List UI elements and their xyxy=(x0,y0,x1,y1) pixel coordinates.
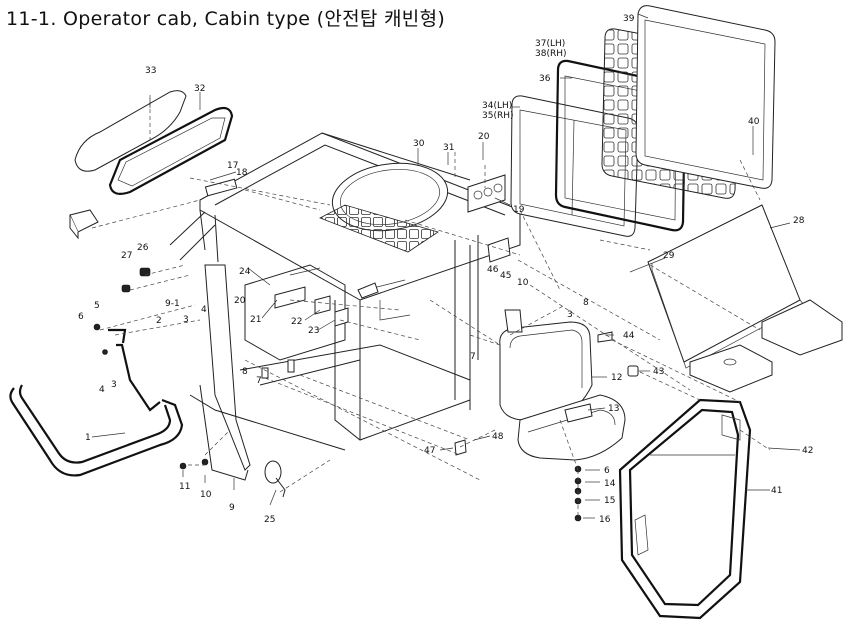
callout-8-a: 8 xyxy=(242,367,248,377)
callout-3-c: 3 xyxy=(567,310,573,320)
callout-ticks xyxy=(91,13,801,519)
callout-27: 27 xyxy=(121,251,132,261)
callout-5: 5 xyxy=(94,301,100,311)
callout-21: 21 xyxy=(250,315,261,325)
callout-4-b: 4 xyxy=(201,305,207,315)
callout-41: 41 xyxy=(771,486,782,496)
callout-20-a: 20 xyxy=(478,132,490,142)
callout-38-rh: 38(RH) xyxy=(535,49,567,59)
callout-14: 14 xyxy=(604,479,616,489)
callout-33: 33 xyxy=(145,66,156,76)
callout-labels: 1 2 3 3 3 4 4 5 6 6 7 7 8 8 9-1 9 10 10 … xyxy=(78,14,813,525)
seat-part-12 xyxy=(499,321,626,461)
windshield-seal-part-32 xyxy=(108,106,234,195)
callout-48: 48 xyxy=(492,432,504,442)
callout-46: 46 xyxy=(487,265,499,275)
mirror-part-25 xyxy=(264,460,286,498)
callout-47: 47 xyxy=(424,446,435,456)
callout-1: 1 xyxy=(85,433,91,443)
callout-43: 43 xyxy=(653,367,664,377)
callout-39: 39 xyxy=(623,14,635,24)
callout-9: 9 xyxy=(229,503,235,513)
callout-8-b: 8 xyxy=(583,298,589,308)
diagram-title: 11-1. Operator cab, Cabin type (안전탑 캐빈형) xyxy=(6,8,446,30)
rear-glass-part-39 xyxy=(635,5,776,189)
callout-18: 18 xyxy=(236,168,248,178)
callout-2: 2 xyxy=(156,316,162,326)
callout-6-b: 6 xyxy=(604,466,610,476)
callout-32: 32 xyxy=(194,84,205,94)
callout-25: 25 xyxy=(264,515,275,525)
work-lamp xyxy=(69,209,99,240)
callout-15: 15 xyxy=(604,496,615,506)
callout-12: 12 xyxy=(611,373,622,383)
front-guard-part-1 xyxy=(9,328,184,477)
door-panel-part-28 xyxy=(647,204,805,369)
callout-26: 26 xyxy=(137,243,149,253)
callout-16: 16 xyxy=(599,515,611,525)
windshield-part-33 xyxy=(74,90,187,172)
callout-3-b: 3 xyxy=(183,315,189,325)
leader-lines xyxy=(91,95,771,520)
callout-40: 40 xyxy=(748,117,760,127)
cab-frame xyxy=(169,132,521,481)
callout-35-rh: 35(RH) xyxy=(482,111,514,121)
callout-4-a: 4 xyxy=(99,385,105,395)
callout-37-lh: 37(LH) xyxy=(535,39,565,49)
callout-6-a: 6 xyxy=(78,312,84,322)
callout-13: 13 xyxy=(608,404,619,414)
callout-23: 23 xyxy=(308,326,319,336)
callout-24: 24 xyxy=(239,267,251,277)
callout-45: 45 xyxy=(500,271,511,281)
small-hardware xyxy=(93,178,639,522)
callout-10-b: 10 xyxy=(517,278,529,288)
callout-17: 17 xyxy=(227,161,238,171)
callout-20-b: 20 xyxy=(234,296,246,306)
callout-44: 44 xyxy=(623,331,635,341)
callout-31: 31 xyxy=(443,143,454,153)
callout-19: 19 xyxy=(513,205,525,215)
callout-29: 29 xyxy=(663,251,675,261)
door-frame-part-41 xyxy=(618,398,752,620)
callout-22: 22 xyxy=(291,317,302,327)
mount-blocks xyxy=(689,299,843,393)
callout-7-b: 7 xyxy=(470,352,476,362)
callout-42: 42 xyxy=(802,446,813,456)
callout-7-a: 7 xyxy=(256,376,262,386)
callout-9-1: 9-1 xyxy=(165,299,180,309)
callout-10-a: 10 xyxy=(200,490,212,500)
callout-28: 28 xyxy=(793,216,805,226)
callout-34-lh: 34(LH) xyxy=(482,101,512,111)
callout-3-a: 3 xyxy=(111,380,117,390)
callout-11: 11 xyxy=(179,482,190,492)
callout-30: 30 xyxy=(413,139,425,149)
callout-36: 36 xyxy=(539,74,551,84)
